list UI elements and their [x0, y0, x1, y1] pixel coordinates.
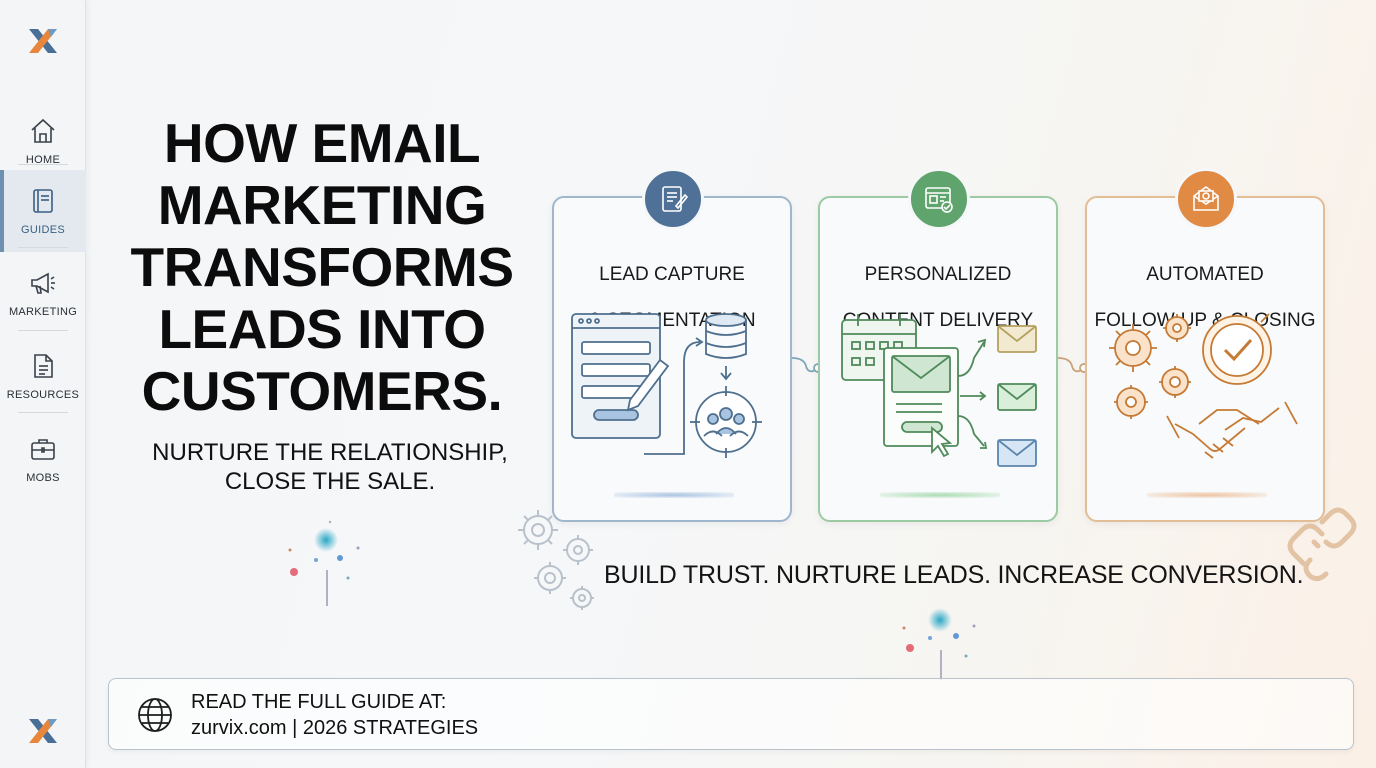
book-icon [33, 189, 53, 213]
brand-logo-icon [29, 719, 57, 743]
brand-logo-icon[interactable] [26, 26, 60, 56]
sidebar-item-label: HOME [25, 154, 61, 166]
sidebar-item-label: RESOURCES [6, 389, 80, 401]
megaphone-icon [31, 272, 55, 294]
sidebar-item-guides[interactable]: GUIDES [0, 170, 86, 252]
sidebar-item-label: MOBS [26, 472, 60, 484]
subtitle-line: CLOSE THE SALE. [224, 468, 436, 495]
card-glow [614, 492, 734, 498]
globe-icon [138, 698, 172, 732]
tagline: BUILD TRUST. NURTURE LEADS. INCREASE CON… [604, 561, 1304, 589]
form-edit-icon [662, 186, 689, 212]
step-title-line: AUTOMATED [1146, 264, 1264, 285]
lead-capture-illustration-icon [571, 313, 762, 458]
page-subtitle: NURTURE THE RELATIONSHIP, CLOSE THE SALE… [140, 438, 520, 496]
email-at-icon [1193, 186, 1219, 211]
home-icon [31, 118, 55, 143]
link-chain-icon [1287, 507, 1357, 582]
title-line: TRANSFORMS [130, 236, 514, 298]
sparkle-icon [902, 608, 976, 680]
guide-link-banner[interactable]: READ THE FULL GUIDE AT: zurvix.com | 202… [108, 678, 1354, 750]
step-badge [908, 168, 970, 230]
sidebar-item-home[interactable]: HOME [0, 100, 86, 182]
sidebar-item-label: MARKETING [8, 306, 78, 318]
page-title: HOW EMAIL MARKETING TRANSFORMS LEADS INT… [118, 112, 526, 422]
document-icon [34, 354, 53, 378]
title-line: CUSTOMERS. [141, 360, 503, 422]
briefcase-icon [31, 439, 55, 460]
sidebar: HOME GUIDES MARKETING RESOURCES MOBS [0, 0, 86, 768]
sidebar-item-mobs[interactable]: MOBS [0, 418, 86, 500]
card-glow [880, 492, 1000, 498]
gears-icon [518, 510, 594, 610]
guide-label: READ THE FULL GUIDE AT: [191, 691, 447, 713]
card-glow [1147, 492, 1267, 498]
sidebar-divider [18, 247, 68, 248]
sidebar-divider [18, 330, 68, 331]
step-title-line: PERSONALIZED [864, 264, 1012, 285]
step-badge [642, 168, 704, 230]
title-line: HOW EMAIL [163, 112, 481, 174]
step-title-line: LEAD CAPTURE [599, 264, 745, 285]
title-line: LEADS INTO [158, 298, 486, 360]
content-delivery-illustration-icon [841, 314, 1037, 467]
sidebar-divider [18, 164, 68, 165]
sidebar-divider [18, 412, 68, 413]
automation-handshake-illustration-icon [1109, 313, 1298, 459]
sparkle-icon [288, 520, 360, 606]
step-card-lead-capture: LEAD CAPTURE & SEGMENTATION [552, 168, 792, 522]
step-card-automated-follow-up: AUTOMATED FOLLOW-UP & CLOSING [1085, 168, 1325, 522]
sidebar-item-resources[interactable]: RESOURCES [0, 335, 86, 417]
step-badge [1175, 168, 1237, 230]
guide-url-link[interactable]: zurvix.com | 2026 STRATEGIES [191, 717, 479, 739]
personalized-window-icon [925, 187, 953, 213]
step-card-personalized-content: PERSONALIZED CONTENT DELIVERY [818, 168, 1058, 522]
sidebar-item-label: GUIDES [21, 224, 65, 236]
subtitle-line: NURTURE THE RELATIONSHIP, [152, 439, 508, 466]
title-line: MARKETING [157, 174, 487, 236]
sidebar-item-marketing[interactable]: MARKETING [0, 252, 86, 334]
